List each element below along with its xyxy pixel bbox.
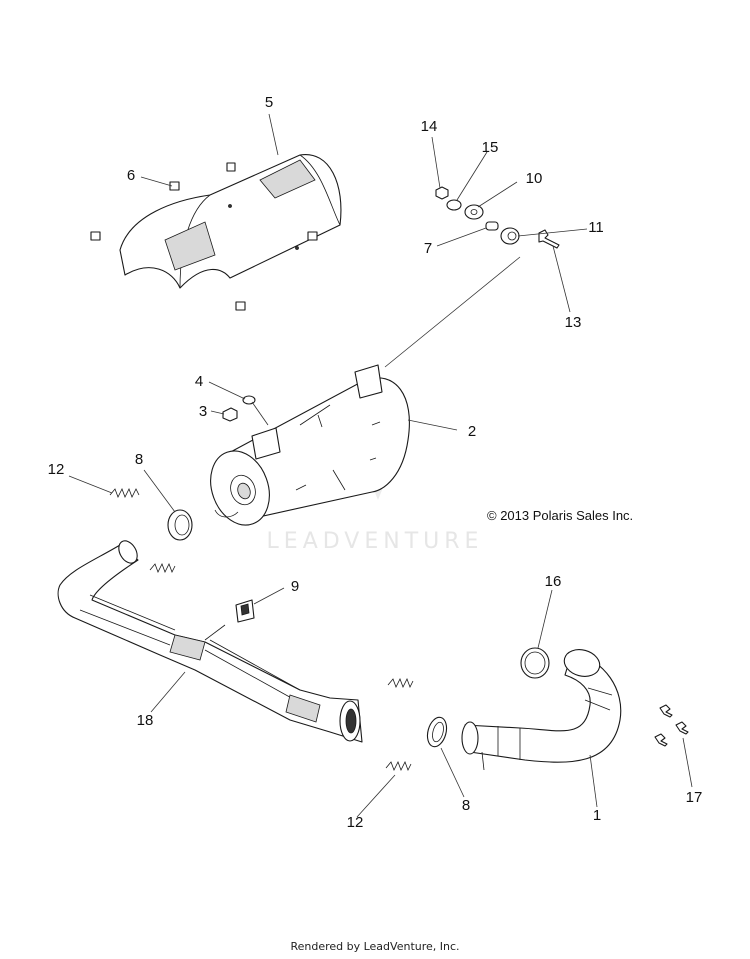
part-5-heat-shield <box>119 154 342 289</box>
callout-5: 5 <box>265 94 273 111</box>
callout-2: 2 <box>468 423 476 440</box>
callout-7: 7 <box>424 240 432 257</box>
part-3-nut <box>222 407 238 422</box>
part-4-washer <box>242 395 256 405</box>
part-15-washer <box>446 199 462 211</box>
hardware-group <box>435 186 560 249</box>
part-9-clip <box>235 599 255 623</box>
part-7-bushing <box>485 221 499 231</box>
callout-13: 13 <box>565 314 582 331</box>
leader-lines <box>68 113 693 818</box>
watermark-text: LEADVENTURE <box>267 529 484 554</box>
callout-3: 3 <box>199 403 207 420</box>
callout-12-top: 12 <box>48 461 65 478</box>
callout-10: 10 <box>526 170 543 187</box>
callout-4: 4 <box>195 373 203 390</box>
part-12-spring-bottom <box>385 678 414 771</box>
part-1-pipe <box>461 649 622 771</box>
callout-12-bottom: 12 <box>347 814 364 831</box>
callout-8-top: 8 <box>135 451 143 468</box>
part-8-gasket-bottom <box>426 716 448 748</box>
part-17-bolts <box>654 704 689 747</box>
copyright-notice: © 2013 Polaris Sales Inc. <box>487 508 634 523</box>
part-10-grommet <box>464 204 484 220</box>
callout-11: 11 <box>588 219 604 236</box>
callout-6: 6 <box>127 167 135 184</box>
part-8-gasket-top <box>167 509 193 541</box>
callout-9: 9 <box>291 578 299 595</box>
callout-labels: 5 6 14 15 10 7 11 13 4 3 2 12 8 9 16 18 … <box>48 94 703 831</box>
callout-14: 14 <box>421 118 438 135</box>
part-6-bolts <box>90 162 318 311</box>
part-18-head-pipe <box>57 540 363 743</box>
part-13-bolt <box>538 229 560 249</box>
callout-18: 18 <box>137 712 154 729</box>
callout-8-bottom: 8 <box>462 797 470 814</box>
part-16-gasket <box>520 647 550 679</box>
callout-15: 15 <box>482 139 499 156</box>
callout-1: 1 <box>593 807 601 824</box>
footer-rendered-by: Rendered by LeadVenture, Inc. <box>290 940 460 953</box>
callout-16: 16 <box>545 573 562 590</box>
part-14-nut <box>435 186 449 200</box>
part-2-muffler <box>210 364 410 526</box>
callout-17: 17 <box>686 789 703 806</box>
part-3-4-fasteners <box>222 395 256 422</box>
part-12-spring-top <box>109 488 176 573</box>
